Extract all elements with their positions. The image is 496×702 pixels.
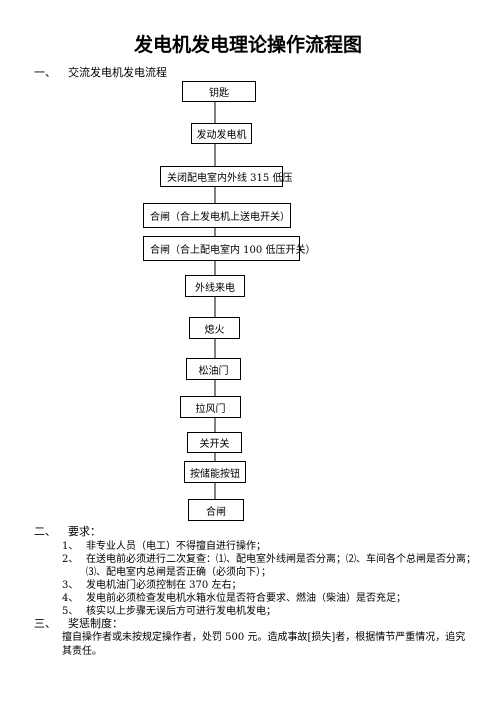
section-1-heading: 交流发电机发电流程 — [68, 66, 167, 79]
section-2-header: 二、要求： — [34, 525, 101, 539]
flow-step-5: 合闸（合上配电室内 100 低压开关） — [143, 236, 315, 261]
section-2-heading: 要求： — [68, 525, 101, 538]
requirement-item-5: 5、核实以上步骤无误后方可进行发电机发电； — [62, 605, 276, 618]
section-2-number: 二、 — [34, 525, 56, 538]
flow-step-9: 拉风门 — [180, 396, 241, 418]
requirement-item-1: 1、非专业人员（电工）不得擅自进行操作； — [62, 540, 266, 553]
requirement-text: ⑶、配电室内总闸是否正确（必须向下）； — [86, 567, 271, 578]
section-1-header: 一、交流发电机发电流程 — [34, 66, 167, 80]
requirement-text: 核实以上步骤无误后方可进行发电机发电； — [86, 606, 276, 617]
section-3-number: 三、 — [34, 617, 56, 630]
requirement-item-2-continued: ⑶、配电室内总闸是否正确（必须向下）； — [62, 566, 271, 579]
requirement-number: 5、 — [62, 606, 79, 617]
flow-step-10: 关开关 — [187, 432, 242, 453]
requirement-number: 3、 — [62, 580, 79, 591]
requirement-item-2: 2、在送电前必须进行二次复查：⑴、配电室外线闸是否分离；⑵、车间各个总闸是否分离… — [62, 553, 476, 566]
requirement-item-4: 4、发电前必须检查发电机水箱水位是否符合要求、燃油（柴油）是否充足； — [62, 592, 406, 605]
requirement-text: 在送电前必须进行二次复查：⑴、配电室外线闸是否分离；⑵、车间各个总闸是否分离； — [86, 554, 476, 565]
section-3-header: 三、奖惩制度： — [34, 617, 123, 631]
requirement-number: 1、 — [62, 541, 79, 552]
section-3-heading: 奖惩制度： — [68, 617, 123, 630]
flow-step-12: 合闸 — [188, 499, 244, 521]
requirement-number: 2、 — [62, 554, 79, 565]
flow-step-11: 按储能按钮 — [184, 461, 246, 483]
flow-step-4: 合闸（合上发电机上送电开关） — [143, 203, 291, 228]
page-title: 发电机发电理论操作流程图 — [133, 34, 362, 56]
penalty-text: 擅自操作者或未按规定操作者，处罚 500 元。造成事故[损失]者，根据情节严重情… — [62, 632, 466, 657]
flow-step-2: 发动发电机 — [191, 123, 252, 144]
requirement-text: 发电机油门必须控制在 370 左右； — [86, 580, 242, 591]
flow-step-8: 松油门 — [186, 358, 241, 380]
flow-step-6: 外线来电 — [185, 275, 245, 297]
requirement-item-3: 3、发电机油门必须控制在 370 左右； — [62, 579, 241, 592]
section-1-number: 一、 — [34, 66, 56, 79]
requirement-number: 4、 — [62, 593, 79, 604]
flow-step-3: 关闭配电室内外线 315 低压 — [160, 166, 292, 187]
flow-step-1: 钥匙 — [182, 81, 256, 102]
flow-step-7: 熄火 — [189, 317, 240, 339]
requirement-text: 发电前必须检查发电机水箱水位是否符合要求、燃油（柴油）是否充足； — [86, 593, 406, 604]
requirement-text: 非专业人员（电工）不得擅自进行操作； — [86, 541, 266, 552]
